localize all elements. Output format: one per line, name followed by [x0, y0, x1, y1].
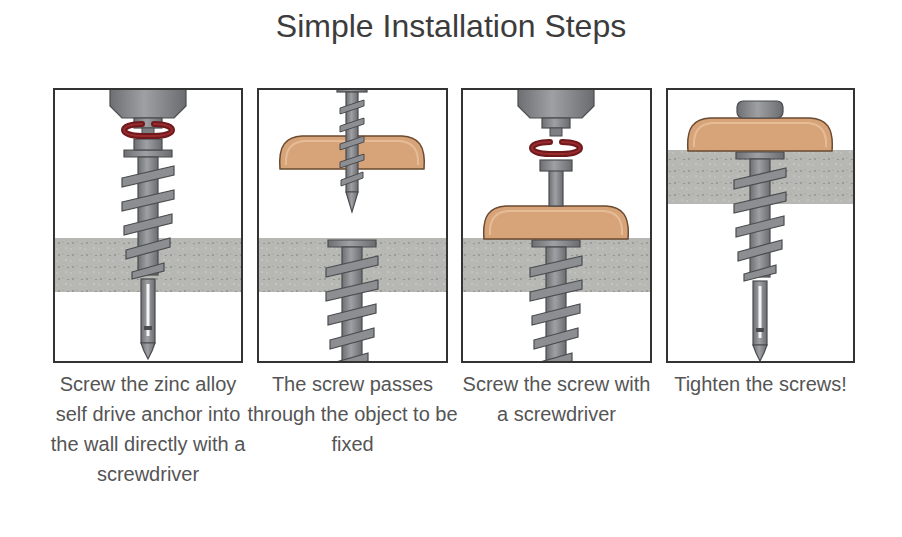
- step-caption: Screw the zinc alloy self drive anchor i…: [43, 369, 253, 489]
- screwdriver-bit: [110, 90, 186, 136]
- step-caption: The screw passes through the object to b…: [247, 369, 459, 459]
- screw: [337, 90, 367, 212]
- step-panel: Screw the screw with a screwdriver: [461, 88, 652, 363]
- bit-ring: [532, 142, 580, 154]
- anchor: [326, 240, 378, 361]
- object-fixed: [484, 206, 629, 239]
- panel-illustration: [55, 90, 241, 361]
- step-panel: Screw the zinc alloy self drive anchor i…: [53, 88, 243, 363]
- anchor: [122, 150, 174, 359]
- screw-head: [540, 160, 572, 171]
- object-fixed: [688, 118, 833, 151]
- panel-illustration: [259, 90, 446, 361]
- panel-illustration: [463, 90, 650, 361]
- anchor: [530, 240, 582, 361]
- screw-head: [737, 101, 783, 118]
- step-panel: Tighten the screws!: [666, 88, 855, 363]
- anchor-head: [134, 139, 162, 150]
- bit-ring: [124, 124, 172, 136]
- step-caption: Tighten the screws!: [661, 369, 861, 399]
- panel-illustration: [668, 90, 853, 361]
- step-panel: The screw passes through the object to b…: [257, 88, 448, 363]
- step-caption: Screw the screw with a screwdriver: [457, 369, 657, 429]
- diagram-title: Simple Installation Steps: [0, 8, 902, 45]
- screw-neck: [549, 170, 563, 206]
- screwdriver-bit: [518, 90, 594, 136]
- anchor: [734, 152, 786, 361]
- panel-ground: [668, 90, 853, 361]
